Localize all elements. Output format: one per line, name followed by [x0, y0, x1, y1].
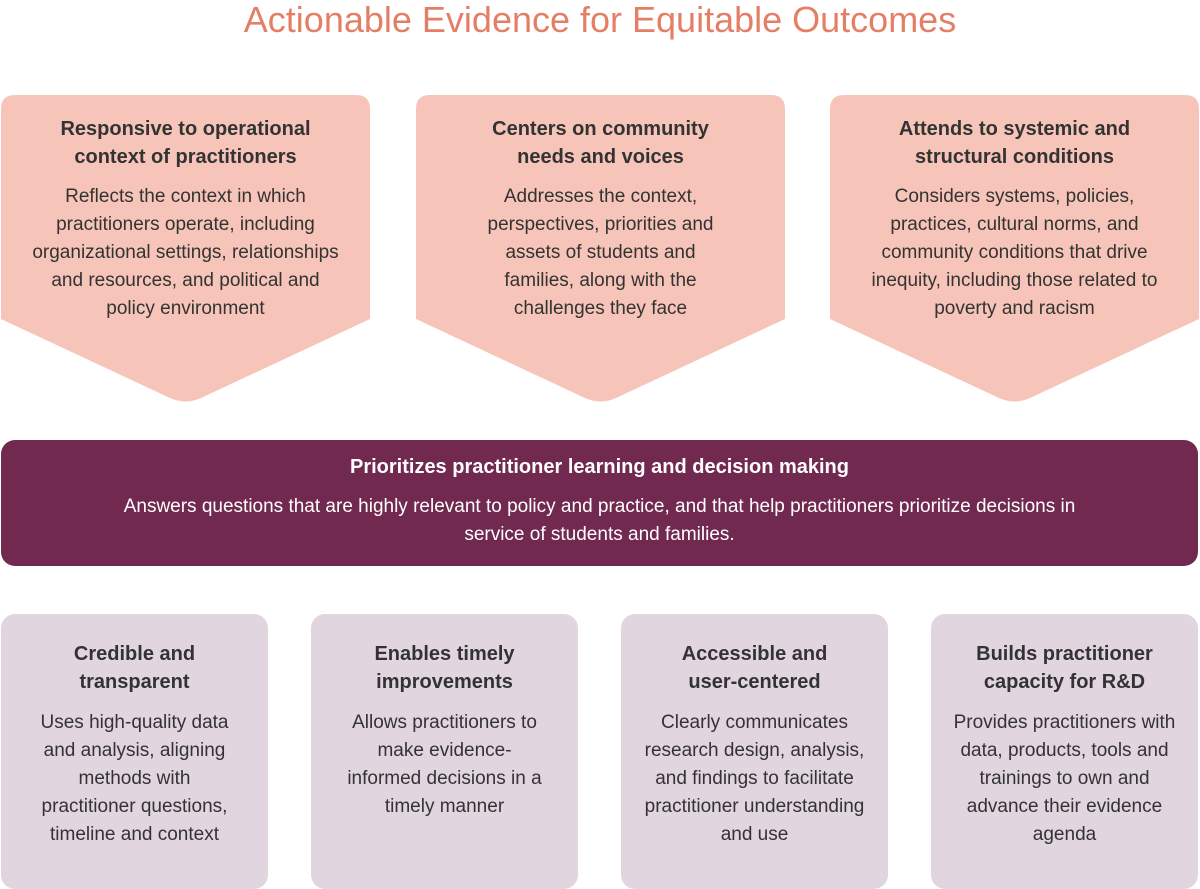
chevron-shape — [416, 95, 785, 402]
center-principle-description: Answers questions that are highly releva… — [123, 496, 1076, 545]
principle-card-accessible: Accessible and user-centered Clearly com… — [621, 614, 888, 889]
principle-heading: Responsive to operational context of pra… — [60, 118, 311, 168]
center-principle-band: Prioritizes practitioner learning and de… — [1, 440, 1198, 566]
principle-heading: Attends to systemic and structural condi… — [898, 118, 1131, 168]
principle-chevron-systemic-conditions: Attends to systemic and structural condi… — [830, 95, 1199, 403]
principle-description: Considers systems, policies, practices, … — [871, 186, 1158, 319]
card-description: Provides practitioners with data, produc… — [953, 712, 1176, 845]
diagram-title: Actionable Evidence for Equitable Outcom… — [243, 0, 957, 40]
principle-card-capacity: Builds practitioner capacity for R&D Pro… — [931, 614, 1198, 889]
principle-chevron-community-needs: Centers on community needs and voices Ad… — [416, 95, 785, 403]
card-heading: Accessible and user-centered — [681, 643, 828, 693]
principle-chevron-operational-context: Responsive to operational context of pra… — [1, 95, 370, 403]
chevron-shape — [830, 95, 1199, 402]
principle-description: Reflects the context in which practition… — [32, 186, 339, 319]
principle-heading: Centers on community needs and voices — [492, 118, 709, 168]
principle-card-timely: Enables timely improvements Allows pract… — [311, 614, 578, 889]
center-principle-heading: Prioritizes practitioner learning and de… — [349, 456, 849, 478]
card-heading: Enables timely improvements — [374, 643, 515, 693]
principle-card-credible: Credible and transparent Uses high-quali… — [1, 614, 268, 889]
card-heading: Credible and transparent — [73, 643, 196, 693]
card-description: Uses high-quality data and analysis, ali… — [40, 712, 229, 845]
chevron-shape — [1, 95, 370, 402]
principle-description: Addresses the context, perspectives, pri… — [487, 186, 714, 319]
card-description: Allows practitioners to make evidence-in… — [347, 712, 542, 817]
card-heading: Builds practitioner capacity for R&D — [976, 643, 1153, 693]
card-description: Clearly communicates research design, an… — [644, 712, 865, 845]
